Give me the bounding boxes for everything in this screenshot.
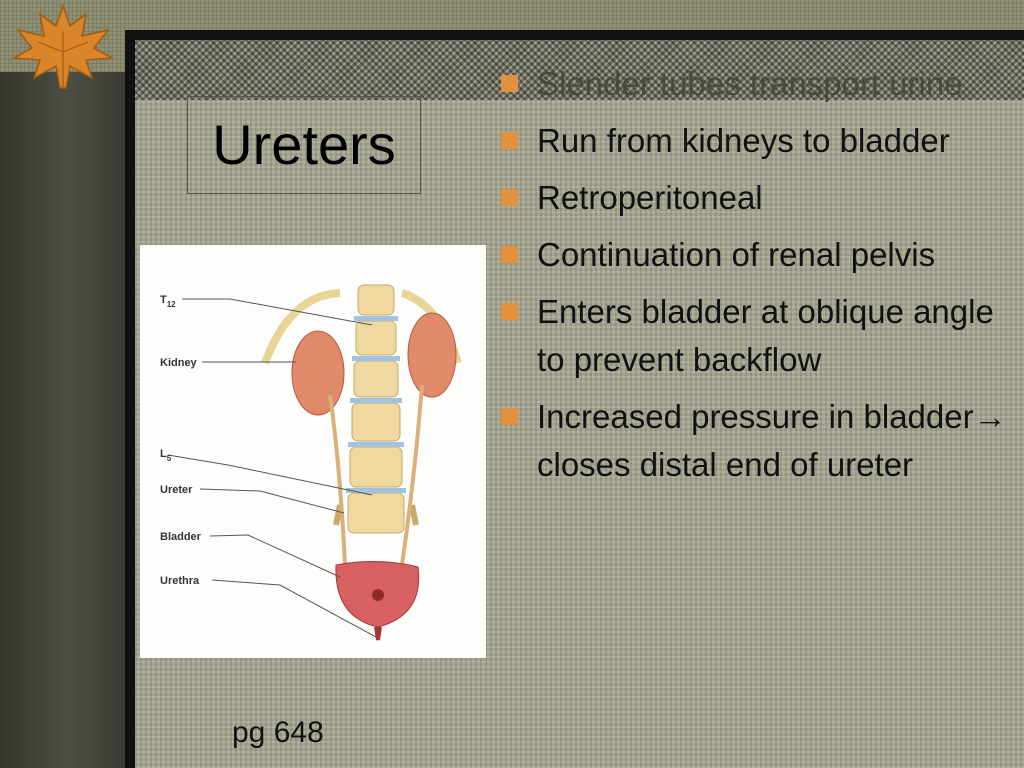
- bullet-square-icon: [501, 408, 518, 425]
- label-ureter: Ureter: [160, 484, 193, 496]
- label-urethra: Urethra: [160, 575, 200, 587]
- urinary-anatomy-figure: T12 Kidney L5 Ureter Bladder Urethra: [140, 245, 486, 658]
- slide-title: Ureters: [212, 113, 396, 176]
- bullet-square-icon: [501, 75, 518, 92]
- left-band: [0, 72, 125, 768]
- spine: [333, 284, 419, 534]
- bullet-item: Slender tubes transport urine: [498, 60, 1018, 108]
- left-ureter: [328, 394, 347, 566]
- page-reference: pg 648: [232, 716, 324, 749]
- arrow-right-icon: →: [973, 398, 1007, 435]
- label-l5: L5: [160, 448, 172, 463]
- bullet-square-icon: [501, 189, 518, 206]
- label-bladder: Bladder: [160, 531, 202, 543]
- bullet-item: Run from kidneys to bladder: [498, 117, 1018, 165]
- title-box: Ureters: [187, 96, 421, 194]
- bullet-square-icon: [501, 303, 518, 320]
- maple-leaf-icon: [11, 3, 115, 89]
- bullet-item: Increased pressure in bladder→ closes di…: [498, 393, 1018, 489]
- top-texture-strip: [135, 40, 1024, 100]
- frame-bar-vertical: [125, 30, 135, 768]
- right-kidney: [407, 312, 457, 398]
- bullet-list: Slender tubes transport urine Run from k…: [498, 60, 1018, 498]
- bullet-item: Enters bladder at oblique angle to preve…: [498, 288, 1018, 384]
- anatomy-illustration: T12 Kidney L5 Ureter Bladder Urethra: [160, 284, 462, 641]
- right-ureter: [400, 384, 424, 566]
- label-kidney: Kidney: [160, 357, 198, 369]
- label-t12: T12: [160, 294, 176, 309]
- leader-lines: [167, 298, 377, 638]
- bullet-item: Continuation of renal pelvis: [498, 231, 1018, 279]
- left-kidney: [291, 330, 345, 416]
- bullet-item: Retroperitoneal: [498, 174, 1018, 222]
- bullet-square-icon: [501, 246, 518, 263]
- bullet-square-icon: [501, 132, 518, 149]
- urethra-shape: [374, 626, 382, 641]
- frame-bar-horizontal: [125, 30, 1024, 40]
